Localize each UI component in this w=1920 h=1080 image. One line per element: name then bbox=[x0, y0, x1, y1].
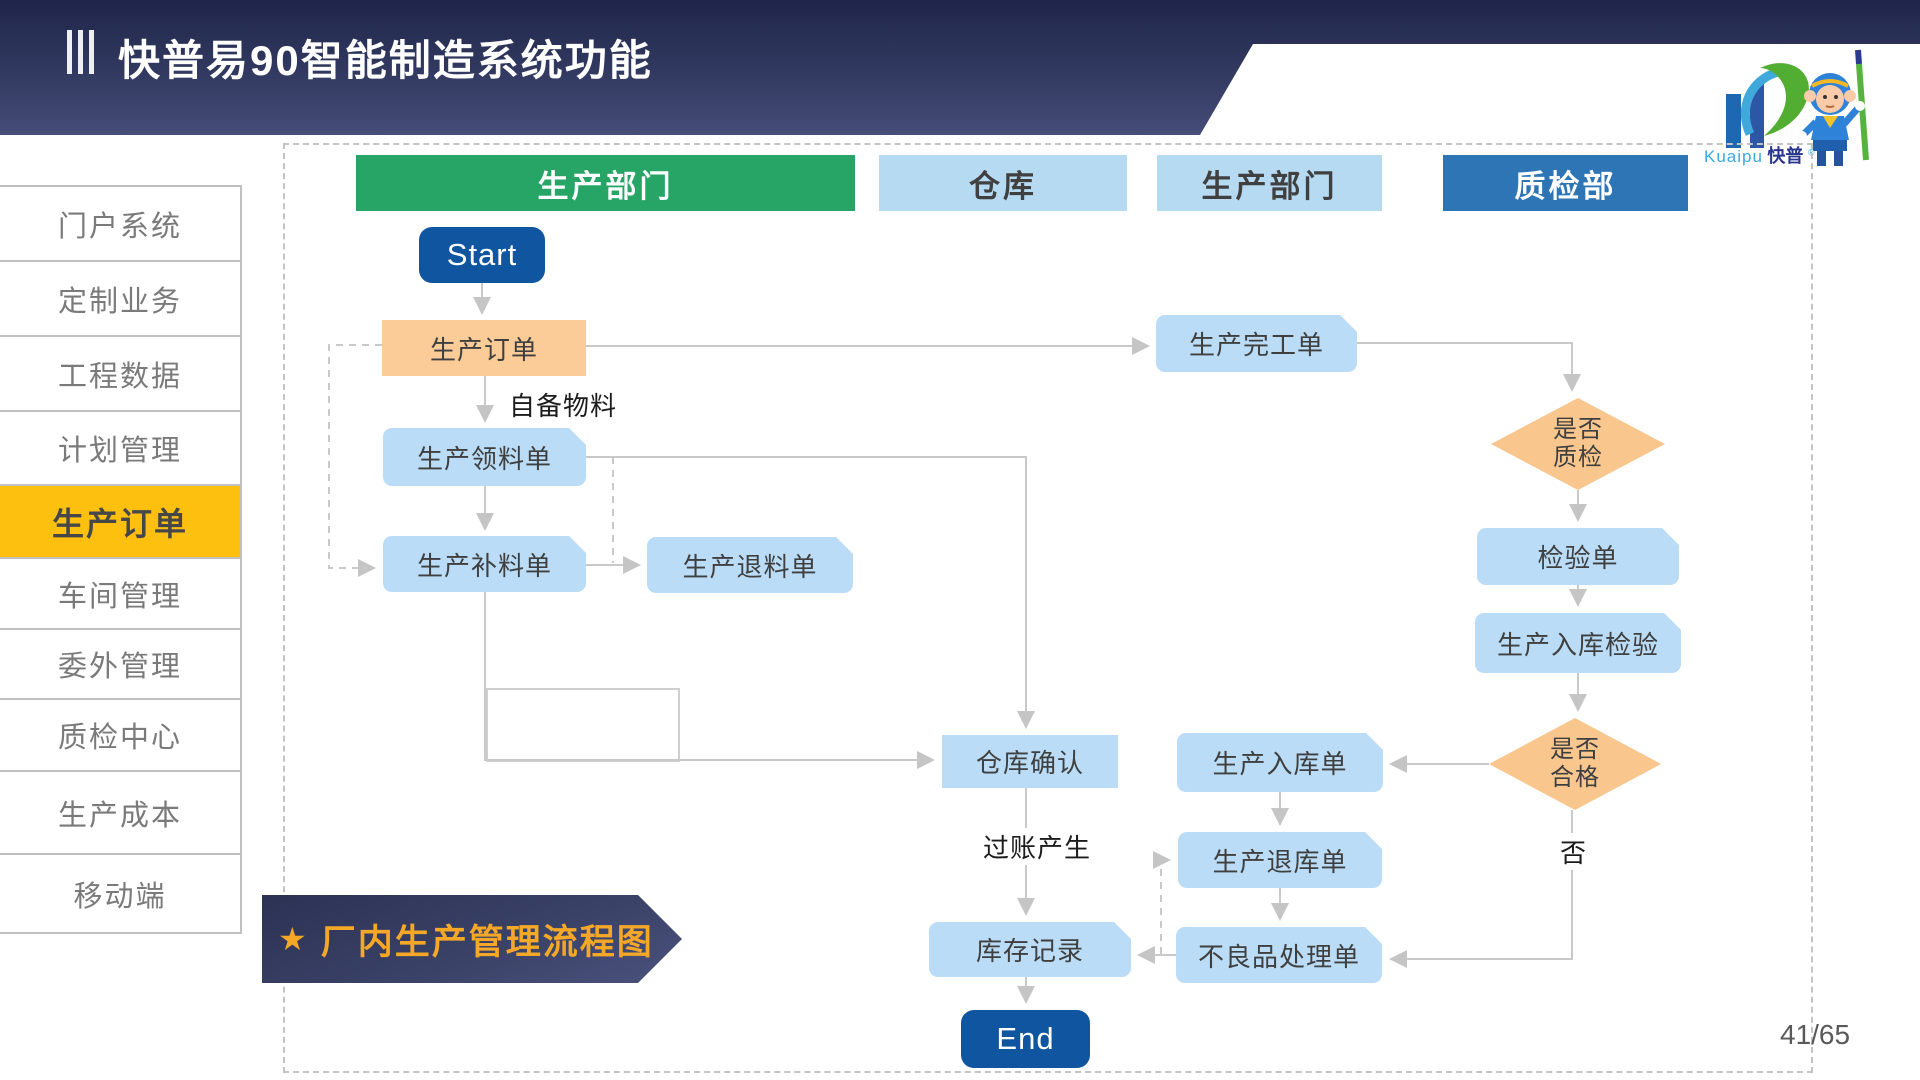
flow-node-defective-order: 不良品处理单 bbox=[1176, 927, 1382, 983]
kp-logo-icon bbox=[1726, 49, 1869, 166]
flow-node-start: Start bbox=[419, 227, 545, 283]
flow-node-inbound-return: 生产退库单 bbox=[1178, 832, 1382, 888]
flow-node-material-return: 生产退料单 bbox=[647, 537, 853, 593]
flowchart-container bbox=[283, 143, 1813, 1073]
sidebar-item-production-cost[interactable]: 生产成本 bbox=[0, 770, 240, 853]
lane-header-quality-dept: 质检部 bbox=[1443, 155, 1688, 211]
page-title: 快普易90智能制造系统功能 bbox=[118, 37, 653, 84]
star-icon: ★ bbox=[278, 921, 307, 957]
kuaipu-logo: Kuaipu 快普 ® bbox=[1698, 42, 1888, 172]
flow-node-inspection-order: 检验单 bbox=[1477, 528, 1679, 585]
edge-label-no: 否 bbox=[1557, 833, 1591, 870]
flow-node-material-requisition: 生产领料单 bbox=[383, 428, 586, 486]
lane-header-production-dept-2: 生产部门 bbox=[1157, 155, 1382, 211]
sidebar-item-quality-center[interactable]: 质检中心 bbox=[0, 698, 240, 770]
section-banner: ★ 厂内生产管理流程图 bbox=[262, 895, 682, 983]
sidebar-menu: 门户系统 定制业务 工程数据 计划管理 生产订单 车间管理 委外管理 质检中心 … bbox=[0, 185, 242, 934]
flow-node-inbound-order: 生产入库单 bbox=[1177, 733, 1383, 792]
sidebar-item-production-order[interactable]: 生产订单 bbox=[0, 484, 240, 557]
flow-node-production-order: 生产订单 bbox=[382, 320, 586, 376]
logo-wordmark: Kuaipu 快普 ® bbox=[1704, 142, 1814, 168]
title-bar: 快普易90智能制造系统功能 bbox=[0, 0, 1920, 135]
flow-node-completion-order: 生产完工单 bbox=[1156, 315, 1357, 372]
lane-header-warehouse: 仓库 bbox=[879, 155, 1127, 211]
sidebar-item-custom-business[interactable]: 定制业务 bbox=[0, 260, 240, 335]
title-bars-icon bbox=[67, 30, 94, 74]
sidebar-item-mobile[interactable]: 移动端 bbox=[0, 853, 240, 932]
lane-header-production-dept-1: 生产部门 bbox=[356, 155, 855, 211]
logo-text-en: Kuaipu bbox=[1704, 147, 1763, 166]
edge-label-posting: 过账产生 bbox=[980, 828, 1095, 865]
logo-text-cn: 快普 bbox=[1767, 146, 1804, 166]
monkey-mascot-icon bbox=[1797, 49, 1869, 166]
flow-node-material-supplement: 生产补料单 bbox=[383, 536, 586, 592]
flow-node-end: End bbox=[961, 1010, 1090, 1068]
sidebar-item-workshop-management[interactable]: 车间管理 bbox=[0, 557, 240, 628]
flow-node-inventory-record: 库存记录 bbox=[929, 922, 1131, 977]
edge-label-self-material: 自备物料 bbox=[506, 386, 621, 423]
flow-node-warehouse-confirm: 仓库确认 bbox=[942, 735, 1118, 788]
sidebar-item-plan-management[interactable]: 计划管理 bbox=[0, 410, 240, 484]
banner-title: 厂内生产管理流程图 bbox=[320, 922, 654, 962]
sidebar-item-outsourcing-management[interactable]: 委外管理 bbox=[0, 628, 240, 698]
sidebar-item-portal[interactable]: 门户系统 bbox=[0, 185, 240, 260]
page-number: 41/65 bbox=[1780, 1019, 1851, 1050]
sidebar-item-engineering-data[interactable]: 工程数据 bbox=[0, 335, 240, 410]
flow-node-inbound-inspection: 生产入库检验 bbox=[1475, 613, 1681, 673]
empty-annotation-box bbox=[486, 688, 680, 762]
